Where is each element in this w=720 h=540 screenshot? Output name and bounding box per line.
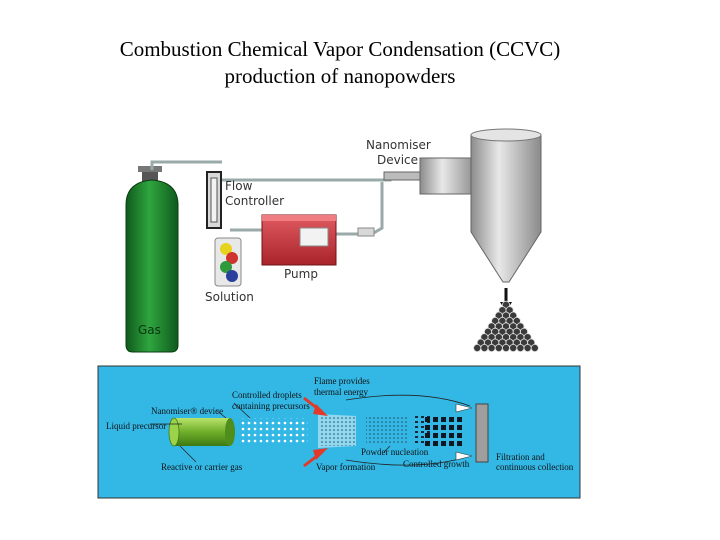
liquid-precursor-label: Liquid precursor	[106, 421, 166, 431]
filtration-label-line1: Filtration and	[496, 452, 545, 462]
filtration-label-line2: continuous collection	[496, 462, 574, 472]
flame-label-line1: Flame provides	[314, 376, 370, 386]
nanomiser-device-label: Nanomiser® device	[151, 406, 223, 416]
device-label: Device	[377, 153, 418, 167]
solution-label: Solution	[205, 290, 254, 304]
white-arrows	[455, 403, 473, 461]
pump-label: Pump	[284, 267, 318, 281]
pump	[261, 214, 337, 266]
flow-label: Flow	[225, 179, 253, 193]
controlled-growth-label: Controlled growth	[403, 459, 470, 469]
valve	[357, 227, 375, 237]
solution-container	[214, 237, 242, 287]
vapor-particles	[320, 416, 356, 446]
vapor-formation-label: Vapor formation	[316, 462, 376, 472]
diagram-title-line1: Combustion Chemical Vapor Condensation (…	[119, 37, 561, 61]
flame-label-line2: thermal energy	[314, 387, 369, 397]
reactive-gas-label: Reactive or carrier gas	[161, 462, 243, 472]
collection-tank	[419, 128, 542, 283]
gas-cylinder	[125, 166, 179, 353]
controller-label: Controller	[225, 194, 284, 208]
vapor-arrow-icon	[303, 448, 328, 468]
droplets-area	[240, 418, 308, 444]
powder-pile-icon	[473, 300, 539, 352]
flow-controller	[206, 171, 222, 229]
gas-label: Gas	[138, 323, 161, 337]
droplets-label-line1: Controlled droplets	[232, 390, 302, 400]
filter	[475, 403, 489, 463]
diagram-title-line2: production of nanopowders	[224, 64, 456, 88]
powder-nucleation-label: Powder nucleation	[361, 447, 429, 457]
nanomiser-label: Nanomiser	[366, 138, 431, 152]
nucleation-particles	[366, 417, 408, 445]
nanomiser-rod	[168, 417, 235, 447]
flame-arrow-icon	[303, 396, 328, 416]
droplets-label-line2: containing precursors	[232, 401, 310, 411]
growth-particles-large	[424, 414, 462, 448]
